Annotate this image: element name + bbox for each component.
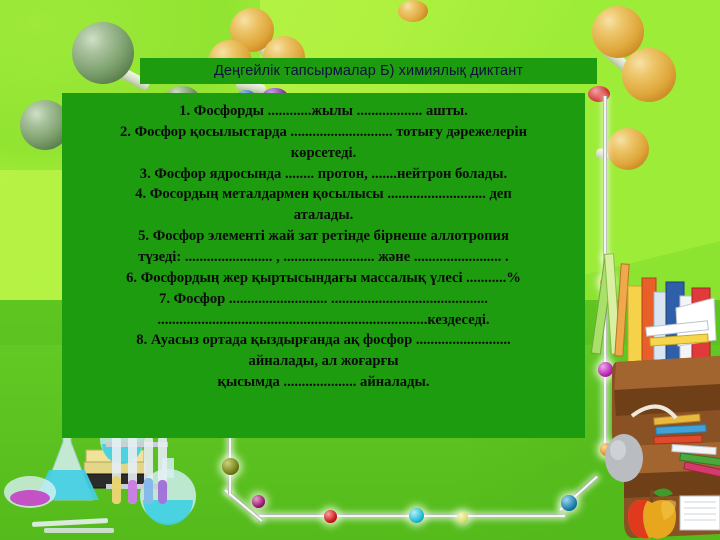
orange-sphere-g xyxy=(398,0,428,22)
title-banner: Деңгейлік тапсырмалар Б) химиялық диктан… xyxy=(140,58,597,84)
bead-magenta-bottom xyxy=(252,495,265,508)
bead-teal-bottom xyxy=(561,495,577,511)
quiz-line: 1. Фосфорды ............жылы ...........… xyxy=(179,103,468,119)
gray-sphere-left xyxy=(20,100,70,150)
bead-red-bottom xyxy=(324,510,337,523)
quiz-line: 7. Фосфор ........................... ..… xyxy=(159,290,488,307)
gray-sphere-top-left xyxy=(72,22,134,84)
orange-sphere-f xyxy=(607,128,649,170)
quiz-line: көрсетеді. xyxy=(290,144,357,161)
quiz-line: түзеді: ........................ , .....… xyxy=(138,249,509,266)
bead-magenta-right xyxy=(598,362,613,377)
quiz-line: айналады, ал жоғарғы xyxy=(248,353,399,370)
wire-right-top-stub xyxy=(603,96,607,261)
page-title: Деңгейлік тапсырмалар Б) химиялық диктан… xyxy=(213,63,524,79)
bead-cyan-bottom xyxy=(409,508,424,523)
school-bag-illustration xyxy=(580,250,720,540)
quiz-line: 2. Фосфор қосылыстарда .................… xyxy=(120,123,527,140)
orange-sphere-e xyxy=(622,48,676,102)
quiz-line: қысымда .................... айналады. xyxy=(217,374,430,391)
quiz-line: 3. Фосфор ядросында ........ протон, ...… xyxy=(139,165,508,182)
quiz-line: 5. Фосфор элементі жай зат ретінде бірне… xyxy=(138,228,509,245)
wire-right-vertical xyxy=(603,255,607,455)
quiz-line: ........................................… xyxy=(157,311,490,328)
quiz-line: 6. Фосфордың жер қыртысындағы массалық ү… xyxy=(126,269,521,286)
quiz-line-list: 1. Фосфорды ............жылы ...........… xyxy=(72,101,575,393)
orange-sphere-d xyxy=(592,6,644,58)
bead-yellow-bottom xyxy=(457,512,468,523)
quiz-line: 8. Ауасыз ортада қыздырғанда ақ фосфор .… xyxy=(136,332,511,349)
quiz-content-panel: 1. Фосфорды ............жылы ...........… xyxy=(62,93,585,438)
bead-olive-left xyxy=(222,458,239,475)
quiz-line: аталады. xyxy=(293,207,354,224)
quiz-line: 4. Фосордың металдармен қосылысы .......… xyxy=(135,186,512,203)
